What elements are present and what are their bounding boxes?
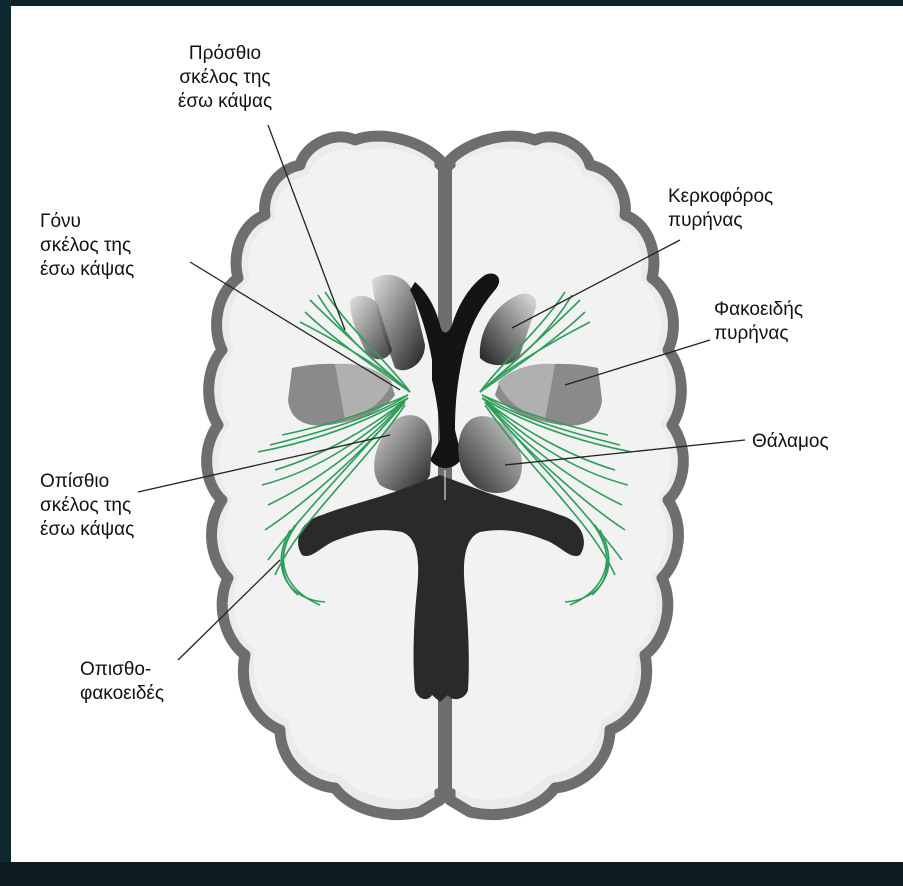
label-thalamus: Θάλαμος <box>752 430 829 454</box>
label-posterior-limb: Οπίσθιο σκέλος της έσω κάψας <box>40 470 134 542</box>
label-anterior-limb: Πρόσθιο σκέλος της έσω κάψας <box>160 42 290 114</box>
label-lentiform-nucleus: Φακοειδής πυρήνας <box>714 298 803 346</box>
label-retrolenticular: Οπισθο- φακοειδές <box>80 658 164 706</box>
label-genu: Γόνυ σκέλος της έσω κάψας <box>40 210 134 282</box>
label-caudate-nucleus: Κερκοφόρος πυρήνας <box>668 185 773 233</box>
